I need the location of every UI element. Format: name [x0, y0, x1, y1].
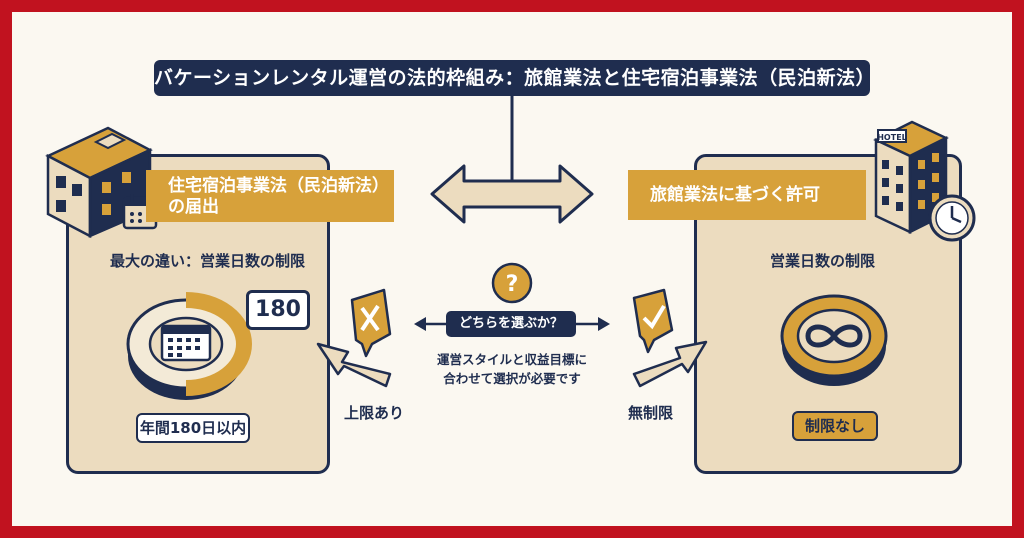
page-title: バケーションレンタル運営の法的枠組み：旅館業法と住宅宿泊事業法（民泊新法）: [154, 60, 875, 96]
day-limit-badge: 180: [246, 290, 310, 330]
question-icon: ?: [491, 262, 533, 304]
ryokan-heading: 営業日数の制限: [770, 252, 876, 270]
choose-label: どちらを選ぶか？: [446, 311, 576, 337]
choice-description-line1: 運営スタイルと収益目標に: [436, 352, 587, 367]
choice-description-line2: 合わせて選択が必要です: [443, 371, 581, 386]
arrow-right-icon: [632, 340, 708, 388]
no-limit-label: 無制限: [628, 404, 674, 422]
cross-bubble-icon: [350, 288, 392, 358]
svg-text:?: ?: [506, 272, 519, 297]
double-arrow-icon: [430, 164, 594, 224]
minpaku-banner-line1: 住宅宿泊事業法（民泊新法）: [168, 176, 389, 196]
arrow-left-icon: [316, 342, 392, 388]
check-bubble-icon: [632, 288, 674, 354]
hotel-sign: HOTEL: [877, 133, 907, 142]
minpaku-banner-line2: の届出: [168, 197, 219, 217]
minpaku-limit-label: 年間180日以内: [136, 413, 250, 443]
infinity-disc-icon: [780, 294, 888, 386]
ryokan-banner: 旅館業法に基づく許可: [628, 170, 866, 220]
limit-ring-icon: [126, 292, 252, 400]
ryokan-limit-label: 制限なし: [792, 411, 878, 441]
minpaku-heading: 最大の違い：営業日数の制限: [110, 252, 306, 270]
minpaku-banner: 住宅宿泊事業法（民泊新法） の届出: [146, 170, 394, 222]
clock-icon: [928, 194, 976, 242]
choice-description: 運営スタイルと収益目標に 合わせて選択が必要です: [420, 350, 604, 388]
upper-limit-label: 上限あり: [344, 404, 405, 422]
